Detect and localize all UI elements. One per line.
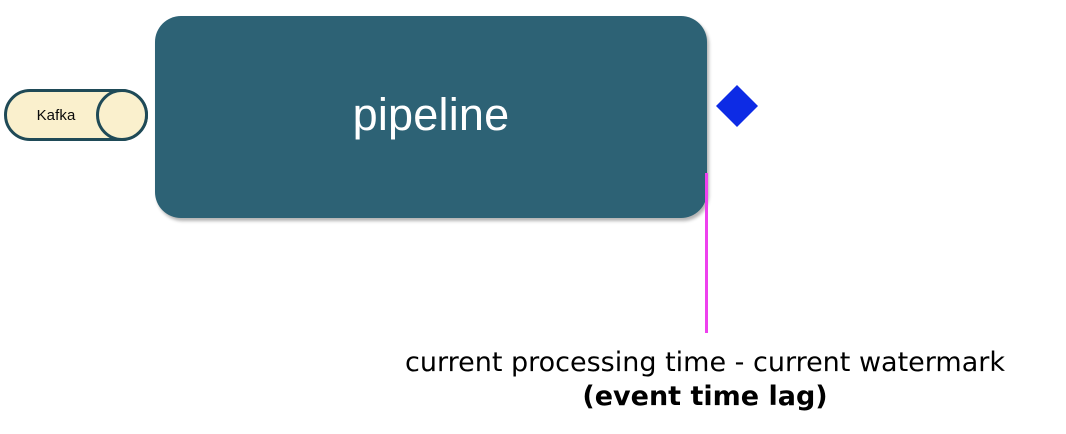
node-pipeline-label: pipeline — [352, 88, 510, 140]
diamond-shape — [716, 85, 758, 127]
caption: current processing time - current waterm… — [245, 346, 1066, 414]
node-pipeline[interactable]: pipeline — [155, 16, 707, 218]
caption-line-primary: current processing time - current waterm… — [405, 347, 1005, 378]
caption-line-emphasis: (event time lag) — [582, 381, 828, 412]
database-cylinder-icon — [4, 89, 148, 141]
node-kafka-source[interactable]: Kafka — [4, 89, 148, 141]
watermark-diamond-icon[interactable] — [715, 84, 759, 128]
event-time-lag-line — [705, 173, 708, 333]
